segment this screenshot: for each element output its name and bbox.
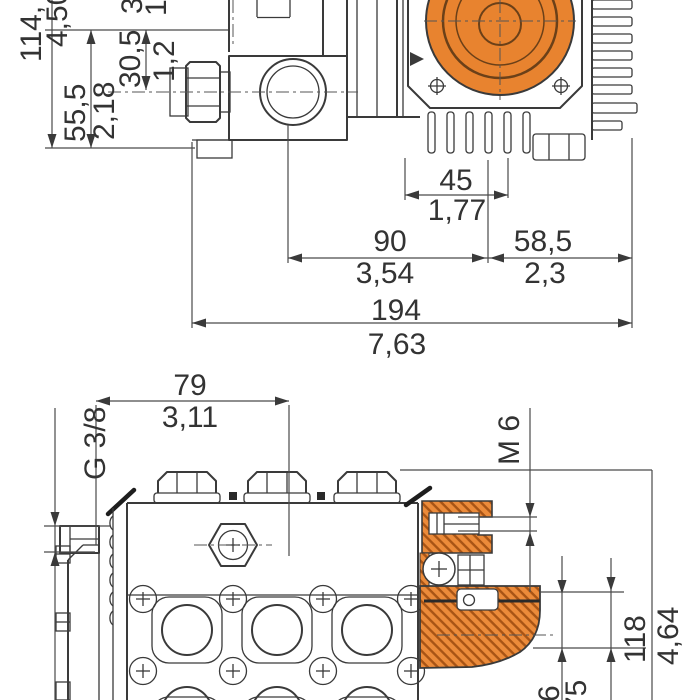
shaft-flange-disc (424, 0, 576, 100)
dim-rear-length-inch: 2,3 (524, 257, 566, 290)
side-view-bottom-fins (427, 111, 586, 161)
dim-port-spacing-inch: 3,11 (162, 401, 218, 434)
dim-front-length-inch: 3,54 (356, 257, 414, 290)
corner-break-right (403, 485, 433, 508)
dim-base-to-top-mm: 55,5 (59, 84, 92, 142)
label-inlet-thread: G 3/8 (79, 407, 112, 480)
dim-base-to-top-inch: 2,18 (88, 82, 121, 140)
dim-bottom-fragment-mm: 6 (533, 685, 566, 700)
orange-section-gear-end (419, 500, 557, 669)
bearing-end (422, 552, 485, 586)
bolt (218, 584, 248, 614)
drain-plug (532, 133, 586, 161)
front-view-dimensions (44, 396, 653, 700)
dim-top-fragment-inch: 1, (140, 0, 173, 16)
pump-side-view (108, 0, 638, 161)
side-view-right-fins (591, 0, 638, 140)
dim-overall-height-inch: 4,50 (41, 0, 74, 47)
dimension-labels: 114, 4,50 3 1, 30,5 1,2 55,5 2,18 45 1,7… (15, 0, 685, 700)
bolt (308, 656, 338, 686)
dim-front-height-inch: 4,64 (652, 607, 685, 665)
bolt (128, 656, 158, 686)
dim-bottom-fragment-inch: 75 (560, 680, 593, 700)
corner-break-left (105, 487, 137, 517)
valve-cap-row (151, 596, 403, 700)
valve-plug (243, 471, 311, 504)
thermal-valve-hex-boss (194, 523, 272, 567)
pump-front-view (55, 471, 557, 700)
bolt (128, 584, 158, 614)
bolt (308, 584, 338, 614)
valve-plug (153, 471, 221, 504)
side-view-flange-plate (407, 0, 583, 109)
flange-bolt (55, 612, 71, 632)
head-bolts (128, 584, 426, 686)
dim-port-spacing-mm: 79 (173, 369, 206, 402)
dim-overall-height-mm: 114, (15, 6, 48, 62)
dim-fin-span-inch: 1,77 (428, 194, 486, 227)
dim-overall-length-mm: 194 (371, 294, 421, 327)
dim-front-length-mm: 90 (373, 225, 406, 258)
flange-bolt (55, 545, 71, 564)
dim-fin-span-mm: 45 (439, 164, 472, 197)
side-view-head-block (192, 0, 348, 159)
side-view-crankcase (346, 0, 420, 118)
dim-top-fragment-mm: 3 (116, 0, 149, 14)
valve-plugs-top-row (153, 471, 401, 504)
dim-front-height-mm: 118 (619, 615, 652, 663)
dim-overall-length-inch: 7,63 (368, 328, 426, 361)
front-view-body (98, 485, 433, 700)
valve-plug (333, 471, 401, 504)
dim-port-to-top-mm: 30,5 (114, 30, 147, 88)
bolt (396, 656, 426, 686)
dim-rear-length-mm: 58,5 (514, 225, 572, 258)
datum-arrow (410, 52, 424, 66)
dim-port-to-top-inch: 1,2 (148, 40, 181, 82)
side-view-dimensions (45, 0, 633, 328)
bolt (218, 656, 248, 686)
label-mount-thread: M 6 (493, 415, 526, 465)
